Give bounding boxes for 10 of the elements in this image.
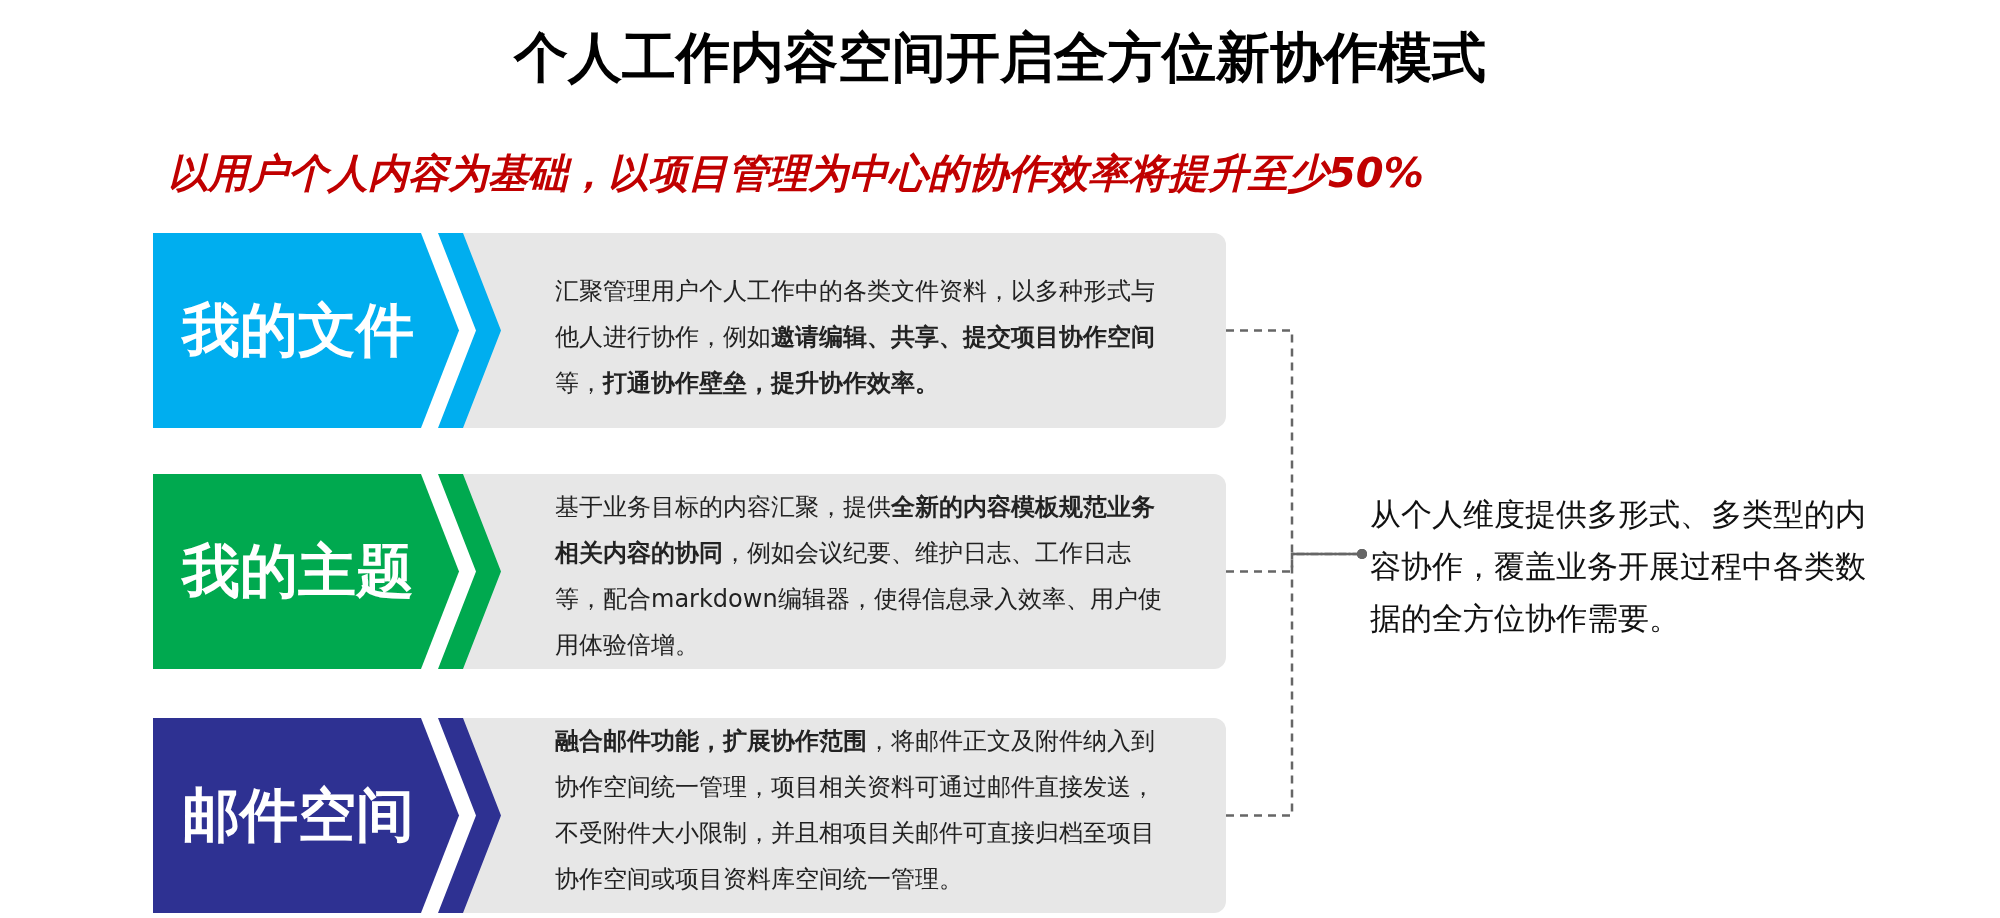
description-text: 汇聚管理用户个人工作中的各类文件资料，以多种形式与他人进行协作，例如邀请编辑、共享、提交项目协作空间等，打通协作壁垒，提升协作效率。 [555, 276, 1156, 399]
description-text: 基于业务目标的内容汇聚，提供全新的内容模板规范业务相关内容的协同，例如会议纪要、维护日志、工作日志等，配合markdown编辑器，使得信息录入效率、用户使用体验倍增。 [555, 492, 1163, 661]
connector-line [1226, 549, 1367, 817]
banner-title: 我的主题 [180, 536, 415, 607]
description-text: 融合邮件功能，扩展协作范围，将邮件正文及附件纳入到协作空间统一管理，项目相关资料可通过邮件直接发送，不受附件大小限制，并且相项目关邮件可直接归档至项目协作空间或项目资料库空间统一管理。 [555, 726, 1156, 895]
title: 个人工作内容空间开启全方位新协作模式 [512, 25, 1487, 91]
banner-title: 我的文件 [180, 295, 415, 366]
summary-text: 从个人维度提供多形式、多类型的内容协作，覆盖业务开展过程中各类数据的全方位协作需要。 [1370, 495, 1867, 638]
banner-title: 邮件空间 [181, 780, 415, 851]
subtitle: 以用户个人内容为基础，以项目管理为中心的协作效率将提升至少50% [168, 149, 1424, 198]
